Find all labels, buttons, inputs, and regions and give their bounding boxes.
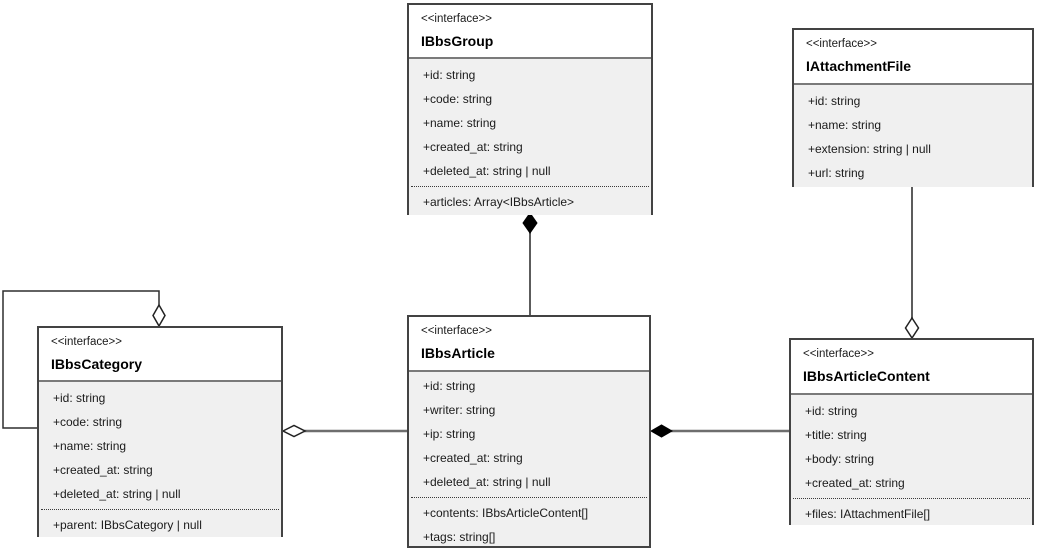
attribute-row: +articles: Array<IBbsArticle> bbox=[423, 195, 575, 209]
attribute-row: +deleted_at: string | null bbox=[423, 164, 551, 178]
class-name: IBbsCategory bbox=[51, 356, 143, 372]
relation-category-self-line bbox=[2, 290, 160, 429]
attribute-row: +url: string bbox=[808, 166, 865, 180]
stereotype-label: <<interface>> bbox=[806, 38, 877, 50]
attribute-row: +body: string bbox=[805, 452, 875, 466]
attributes-section: +id: string +writer: string +ip: string … bbox=[409, 372, 649, 546]
attribute-row: +name: string bbox=[53, 439, 127, 453]
aggregation-diamond-content bbox=[904, 316, 920, 340]
attribute-row: +id: string bbox=[805, 404, 858, 418]
class-header: <<interface>> IBbsCategory bbox=[39, 328, 281, 382]
attribute-row: +id: string bbox=[808, 94, 861, 108]
attribute-row: +created_at: string bbox=[53, 463, 153, 477]
attribute-row: +files: IAttachmentFile[] bbox=[805, 507, 931, 521]
attribute-row: +code: string bbox=[53, 415, 123, 429]
class-header: <<interface>> IBbsArticleContent bbox=[791, 340, 1032, 395]
stereotype-label: <<interface>> bbox=[421, 325, 492, 337]
attribute-row: +name: string bbox=[423, 116, 497, 130]
attribute-row: +id: string bbox=[53, 391, 106, 405]
attribute-row: +created_at: string bbox=[805, 476, 905, 490]
attribute-row: +created_at: string bbox=[423, 451, 523, 465]
attribute-divider bbox=[793, 498, 1030, 499]
class-header: <<interface>> IAttachmentFile bbox=[794, 30, 1032, 85]
attribute-row: +parent: IBbsCategory | null bbox=[53, 518, 202, 532]
class-header: <<interface>> IBbsGroup bbox=[409, 5, 651, 59]
attribute-row: +title: string bbox=[805, 428, 867, 442]
class-name: IAttachmentFile bbox=[806, 58, 912, 74]
class-header: <<interface>> IBbsArticle bbox=[409, 317, 649, 372]
attributes-section: +id: string +code: string +name: string … bbox=[39, 382, 281, 537]
composition-diamond-article bbox=[649, 424, 674, 438]
stereotype-label: <<interface>> bbox=[803, 348, 874, 360]
attribute-row: +writer: string bbox=[423, 403, 496, 417]
attribute-row: +ip: string bbox=[423, 427, 476, 441]
attribute-row: +extension: string | null bbox=[808, 142, 931, 156]
aggregation-diamond-category bbox=[281, 424, 307, 438]
attributes-section: +id: string +code: string +name: string … bbox=[409, 59, 651, 215]
attributes-section: +id: string +name: string +extension: st… bbox=[794, 85, 1032, 187]
attribute-divider bbox=[41, 509, 279, 510]
class-box-iattachmentfile: <<interface>> IAttachmentFile +id: strin… bbox=[792, 28, 1034, 187]
attribute-row: +deleted_at: string | null bbox=[53, 487, 181, 501]
attribute-divider bbox=[411, 497, 647, 498]
stereotype-label: <<interface>> bbox=[421, 13, 492, 25]
attribute-row: +id: string bbox=[423, 379, 476, 393]
stereotype-label: <<interface>> bbox=[51, 336, 122, 348]
attribute-row: +tags: string[] bbox=[423, 530, 496, 544]
class-box-ibbsgroup: <<interface>> IBbsGroup +id: string +cod… bbox=[407, 3, 653, 215]
composition-diamond-group bbox=[522, 212, 538, 234]
attribute-row: +code: string bbox=[423, 92, 493, 106]
class-name: IBbsArticle bbox=[421, 345, 495, 361]
attribute-row: +created_at: string bbox=[423, 140, 523, 154]
class-name: IBbsGroup bbox=[421, 33, 494, 49]
class-name: IBbsArticleContent bbox=[803, 368, 930, 384]
attributes-section: +id: string +title: string +body: string… bbox=[791, 395, 1032, 525]
class-box-ibbsarticlecontent: <<interface>> IBbsArticleContent +id: st… bbox=[789, 338, 1034, 525]
attribute-row: +contents: IBbsArticleContent[] bbox=[423, 506, 589, 520]
aggregation-diamond-category-self bbox=[152, 303, 166, 328]
attribute-row: +name: string bbox=[808, 118, 882, 132]
attribute-row: +deleted_at: string | null bbox=[423, 475, 551, 489]
class-box-ibbscategory: <<interface>> IBbsCategory +id: string +… bbox=[37, 326, 283, 537]
attribute-row: +id: string bbox=[423, 68, 476, 82]
class-box-ibbsarticle: <<interface>> IBbsArticle +id: string +w… bbox=[407, 315, 651, 548]
attribute-divider bbox=[411, 186, 649, 187]
